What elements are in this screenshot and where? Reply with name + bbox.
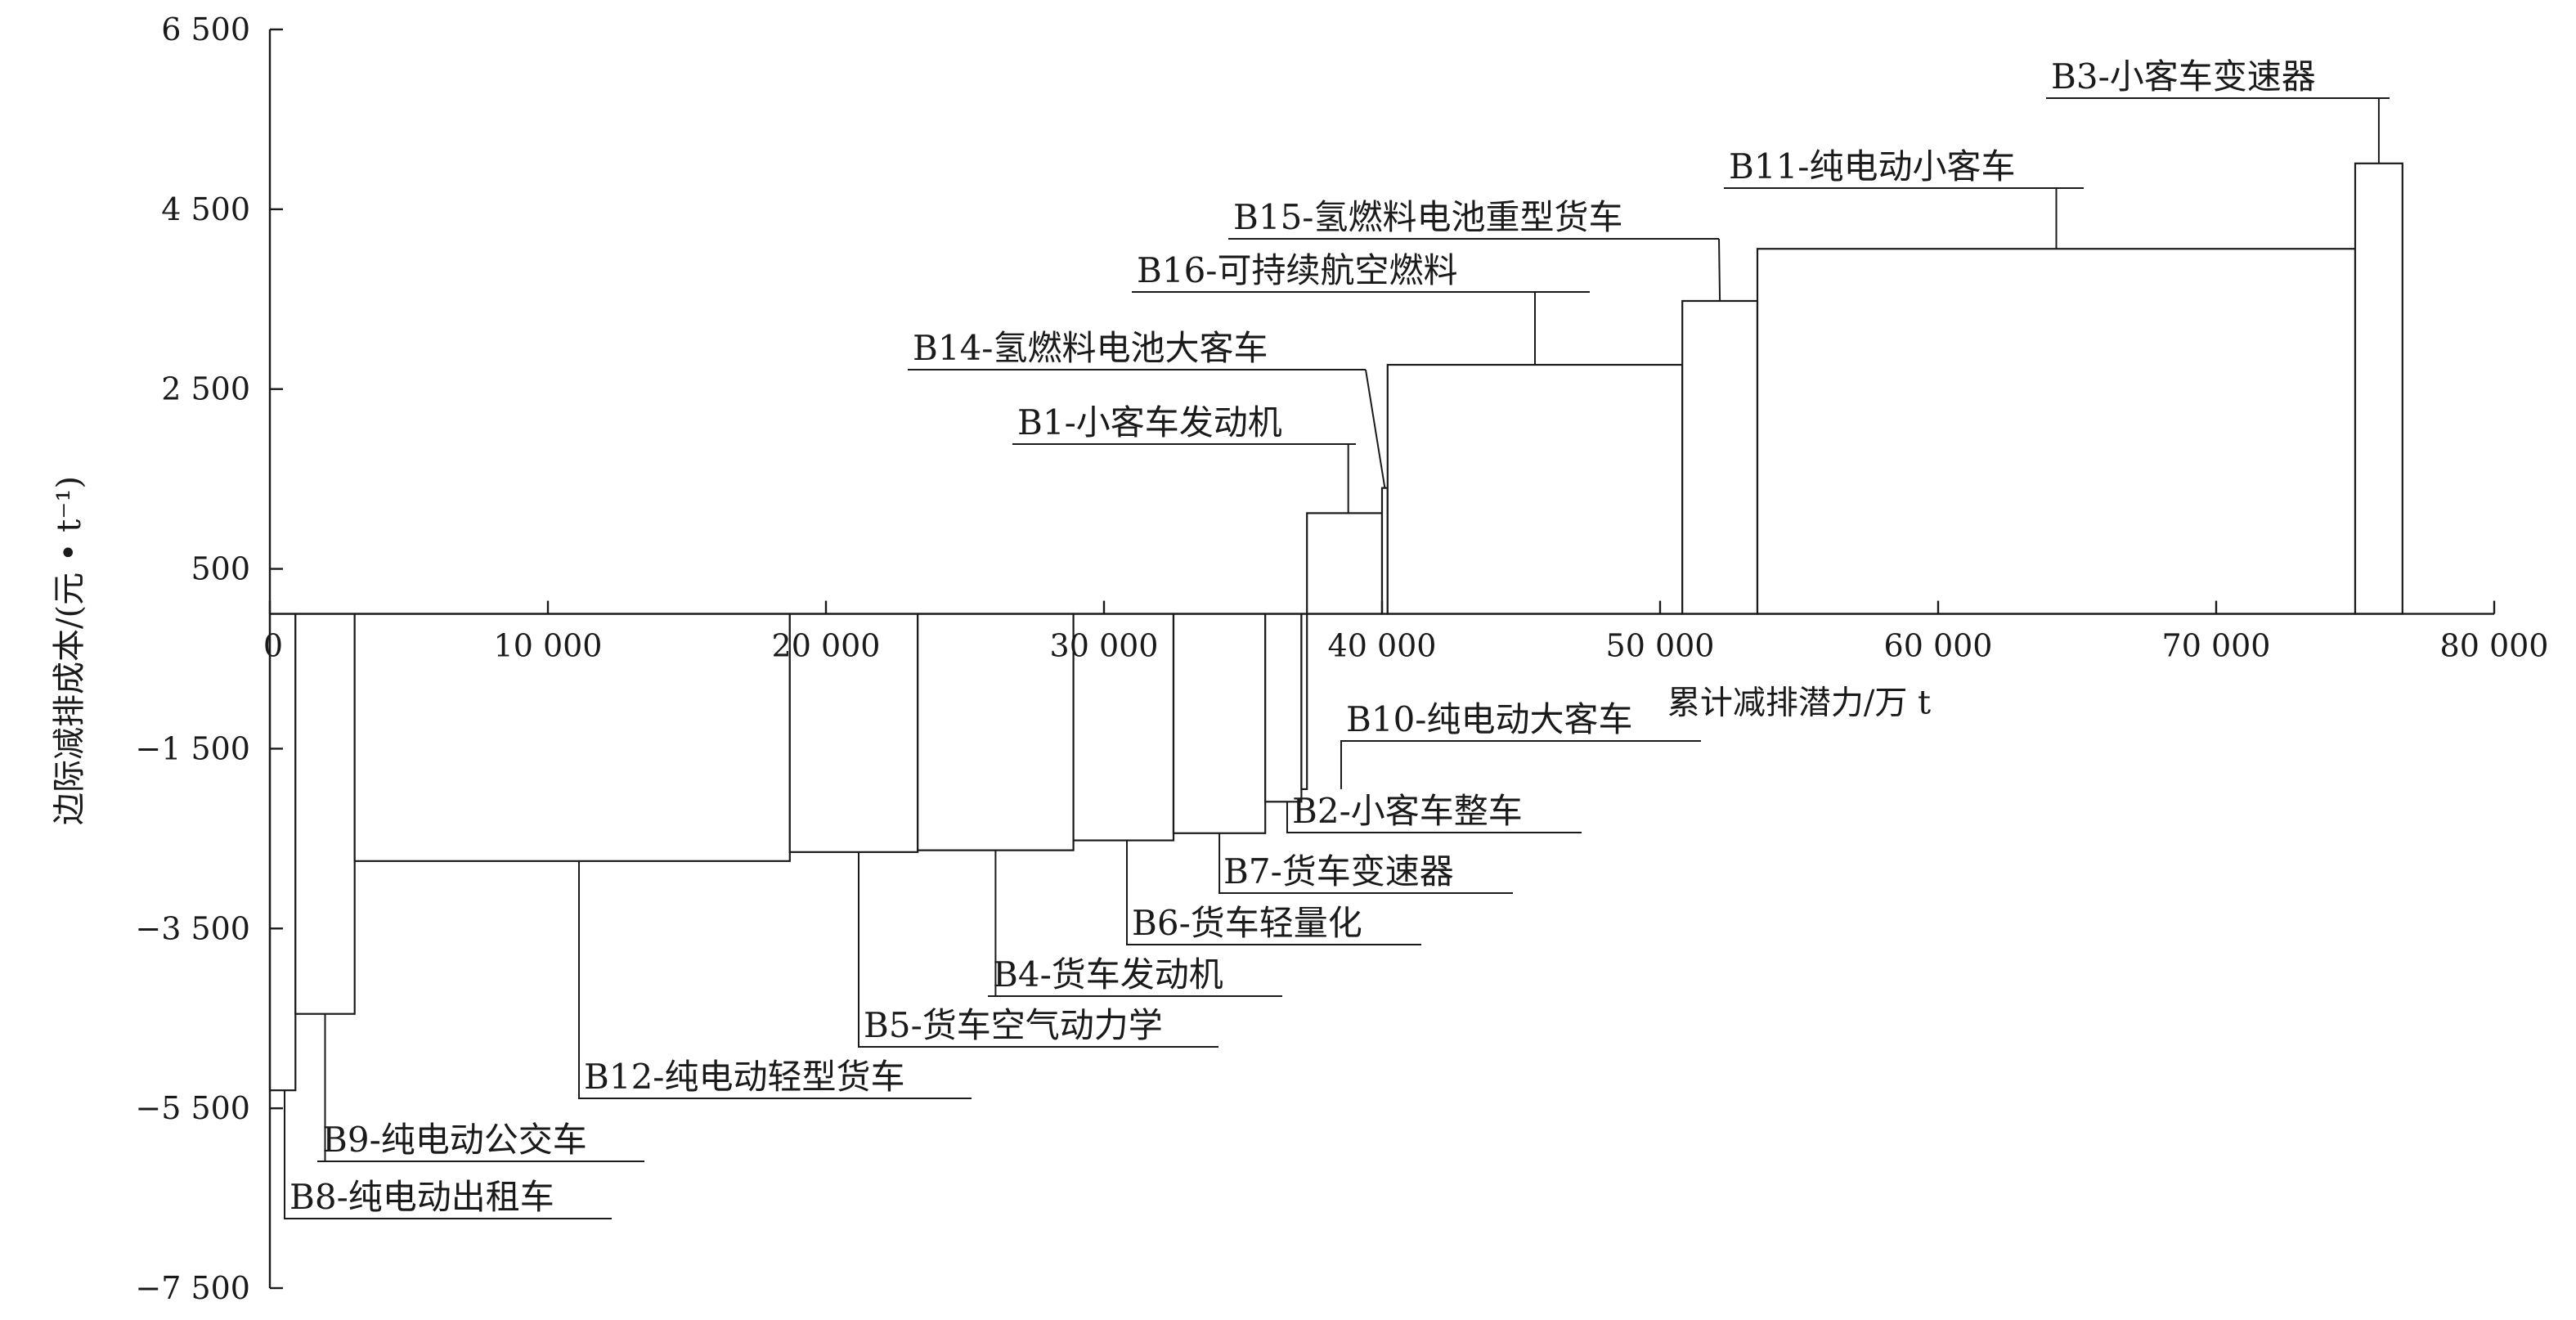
x-tick-label: 0 [263, 628, 283, 664]
leader-line [1218, 833, 1513, 894]
bar [1172, 613, 1267, 834]
bar [1264, 613, 1303, 803]
leader-line [284, 1090, 612, 1219]
bar [353, 613, 791, 862]
measure-labels-layer: B8-纯电动出租车 B9-纯电动公交车 B12-纯电动轻型货车 B5-货车空气动力学 B… [289, 56, 2316, 1217]
bar [1300, 613, 1308, 790]
y-tick-label: −1 500 [135, 730, 250, 766]
x-tick-label: 20 000 [772, 628, 881, 664]
measure-label: B8-纯电动出租车 [289, 1177, 554, 1217]
leader-line [1126, 840, 1421, 945]
y-tick-label: 4 500 [161, 191, 250, 227]
leader-lines-layer [284, 97, 2390, 1219]
measure-label: B11-纯电动小客车 [1729, 146, 2016, 186]
bar [1072, 613, 1175, 842]
bar [1386, 363, 1684, 615]
bar [294, 613, 356, 1015]
leader-line [578, 860, 972, 1099]
x-tick-label: 30 000 [1050, 628, 1159, 664]
bar [1681, 299, 1759, 615]
y-tick-label: −7 500 [135, 1270, 250, 1306]
bar [788, 613, 919, 853]
y-tick-label: 2 500 [161, 371, 250, 407]
x-tick-label: 50 000 [1606, 628, 1715, 664]
bar [268, 613, 297, 1092]
measure-label: B10-纯电动大客车 [1346, 699, 1633, 739]
bars-layer [268, 162, 2403, 1092]
bar [1756, 248, 2357, 615]
measure-label: B7-货车变速器 [1223, 851, 1454, 891]
measure-label: B12-纯电动轻型货车 [584, 1057, 905, 1097]
measure-label: B5-货车空气动力学 [864, 1005, 1163, 1045]
y-tick-label: −3 500 [135, 910, 250, 946]
y-tick-label: 6 500 [161, 11, 250, 47]
leader-line [1340, 740, 1701, 789]
leader-line [858, 851, 1218, 1048]
leader-line [1365, 369, 1386, 488]
measure-label: B14-氢燃料电池大客车 [913, 328, 1268, 368]
bar [1306, 512, 1384, 615]
measure-label: B16-可持续航空燃料 [1137, 250, 1458, 290]
leader-line [988, 850, 1282, 997]
leader-line [317, 1013, 644, 1162]
measure-label: B3-小客车变速器 [2051, 56, 2316, 97]
bar [2354, 162, 2403, 615]
measure-label: B15-氢燃料电池重型货车 [1233, 197, 1623, 237]
measure-label: B4-货车发动机 [993, 954, 1223, 994]
x-tick-label: 10 000 [494, 628, 603, 664]
measure-label: B1-小客车发动机 [1017, 402, 1282, 442]
ticks-layer: 6 500 4 500 2 500 500 −1 500 −3 500 −5 500 −7 5… [135, 11, 2548, 1306]
x-axis-title: 累计减排潜力/万 t [1667, 685, 1931, 722]
x-tick-label: 60 000 [1884, 628, 1993, 664]
x-tick-label: 80 000 [2440, 628, 2549, 664]
leader-line [1718, 238, 1721, 301]
leader-line [1286, 801, 1582, 833]
y-axis-title: 边际减排成本/(元 • t⁻¹) [51, 476, 88, 825]
x-tick-label: 40 000 [1328, 628, 1437, 664]
y-tick-label: 500 [191, 551, 250, 587]
measure-label: B6-货车轻量化 [1132, 903, 1362, 943]
measure-label: B2-小客车整车 [1292, 791, 1523, 831]
y-tick-label: −5 500 [135, 1090, 250, 1126]
measure-label: B9-纯电动公交车 [322, 1120, 587, 1160]
x-tick-label: 70 000 [2162, 628, 2271, 664]
